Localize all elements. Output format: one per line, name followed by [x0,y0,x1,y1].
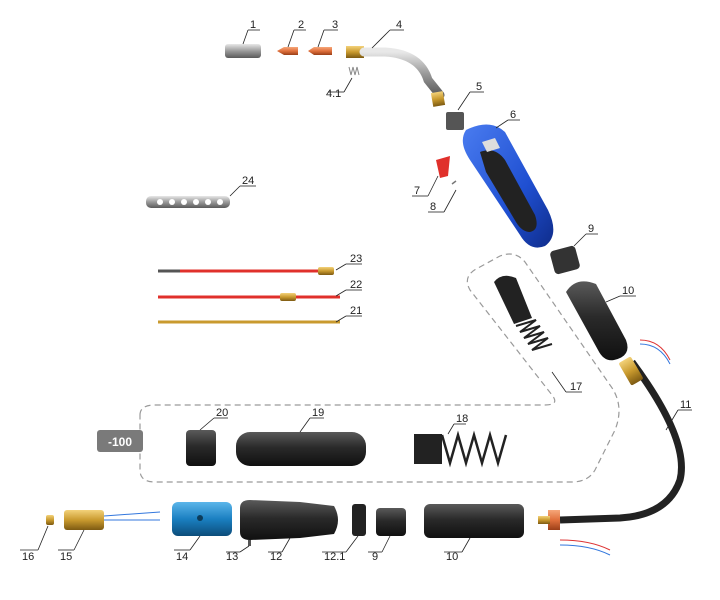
part-ball-joint-bottom [376,508,406,536]
label-17: 17 [570,381,582,393]
callout-24: 24 [229,175,256,197]
callout-7: 7 [412,175,439,197]
part-hook-plate [146,196,230,208]
part-trigger [436,156,450,178]
callout-11: 11 [665,399,692,431]
part-spring-small [348,66,360,76]
part-handle [462,124,554,248]
label-9-bottom: 9 [372,551,378,563]
part-liner-22 [158,293,340,301]
part-cable-support-top [566,281,628,361]
part-contact-tip [277,47,298,55]
callout-22: 22 [335,279,362,297]
label-5: 5 [476,81,482,93]
part-central-connector [64,510,161,530]
callout-9-top: 9 [573,223,598,247]
part-screw-13 [248,540,251,546]
part-tip-holder [308,47,332,55]
label-1: 1 [250,19,256,31]
part-liner-23 [158,267,334,275]
label-16: 16 [22,551,34,563]
callout-5: 5 [457,81,484,111]
badge-text: -100 [108,435,132,449]
label-12: 12 [270,551,282,563]
label-7: 7 [414,185,420,197]
label-15: 15 [60,551,72,563]
callout-8: 8 [428,189,457,213]
part-handle-sleeve [236,432,366,466]
callout-3: 3 [317,19,338,48]
part-swan-neck [346,46,446,107]
callout-4-1: 4.1 [326,77,353,100]
part-trigger-spring [451,180,457,185]
label-10-bottom: 10 [446,551,458,563]
label-13: 13 [226,551,238,563]
label-4-1: 4.1 [326,88,341,100]
part-cable-support-bottom [424,504,524,538]
part-gas-nozzle [225,44,261,58]
label-21: 21 [350,305,362,317]
callout-9-bottom: 9 [368,535,391,563]
callout-17: 17 [551,371,582,393]
callout-21: 21 [335,305,362,323]
callout-23: 23 [335,253,362,271]
label-24: 24 [242,175,254,187]
part-housing-12 [240,500,338,540]
label-11: 11 [680,399,691,411]
callout-2: 2 [287,19,306,48]
label-12-1: 12.1 [324,551,345,563]
label-6: 6 [510,109,516,121]
part-ring-121 [352,504,366,536]
variant-badge: -100 [97,430,143,452]
part-neck-nut [446,112,464,130]
label-22: 22 [350,279,362,291]
part-spring-sleeve [494,275,553,351]
part-ball-joint-top [550,245,580,275]
label-23: 23 [350,253,362,265]
part-cable [538,339,685,556]
callout-10-bottom: 10 [444,537,471,563]
callout-20: 20 [199,407,228,431]
part-nut-20 [186,430,216,466]
label-14: 14 [176,551,188,563]
label-9-top: 9 [588,223,594,235]
label-20: 20 [216,407,228,419]
callout-14: 14 [174,535,201,563]
callout-13: 13 [226,545,250,563]
callout-18: 18 [447,413,468,435]
callout-12-1: 12.1 [322,535,359,563]
callout-15: 15 [58,529,85,563]
kit-group-outline [139,253,620,483]
label-2: 2 [298,19,304,31]
label-19: 19 [312,407,324,419]
callout-6: 6 [495,109,520,129]
label-3: 3 [332,19,338,31]
callout-12: 12 [268,537,291,563]
callout-16: 16 [20,525,49,563]
label-4: 4 [396,19,402,31]
label-8: 8 [430,201,436,213]
callout-10-top: 10 [605,285,636,303]
callout-19: 19 [299,407,324,433]
part-spring-18 [414,430,508,468]
callout-4: 4 [371,19,404,49]
label-18: 18 [456,413,468,425]
part-16 [46,515,54,525]
callout-1: 1 [242,19,260,45]
part-coupler [172,502,232,536]
label-10-top: 10 [622,285,634,297]
